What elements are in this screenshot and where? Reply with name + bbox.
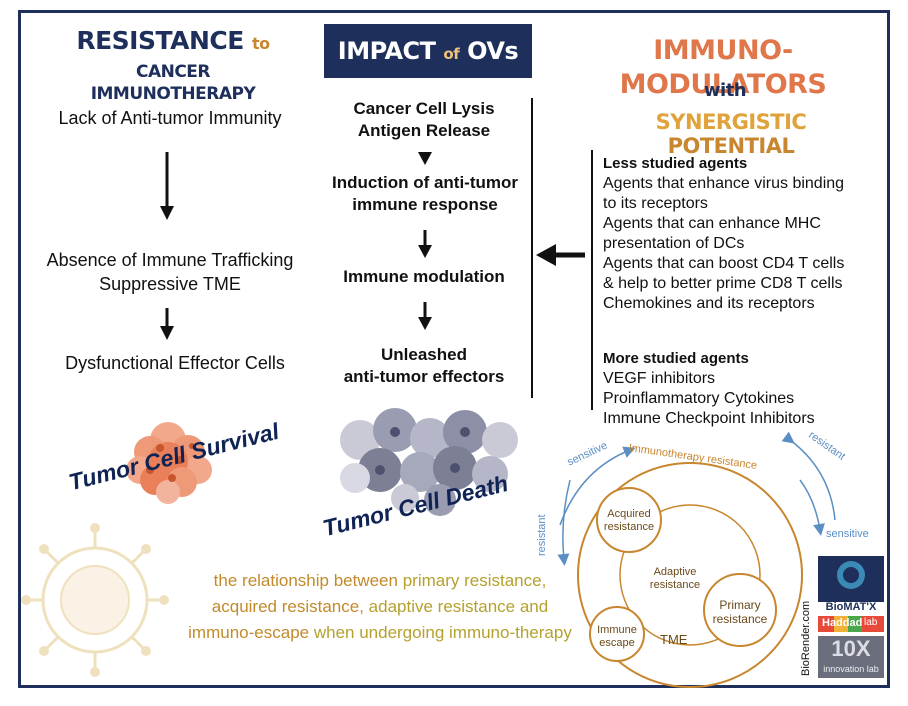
resistance-title-sub: CANCER IMMUNOTHERAPY — [90, 62, 256, 104]
resistance-cycle-diagram — [557, 431, 836, 688]
relationship-part-3: acquired resistance, — [211, 597, 364, 616]
sensitive-label-right: sensitive — [826, 528, 869, 540]
list-item: Chemokines and its receptors — [603, 295, 815, 312]
with-label: with — [703, 80, 747, 101]
dying-tumor-cells-image — [340, 408, 518, 516]
relationship-part-1: the relationship between — [213, 571, 398, 590]
acquired-node — [596, 487, 662, 553]
left-down-arrow-1 — [160, 152, 174, 220]
more-studied-list: More studied agents VEGF inhibitors Proi… — [603, 349, 873, 429]
tenx-text: 10X — [831, 636, 871, 661]
resistance-title-to: to — [252, 34, 270, 53]
acquired-label-line-1: Acquired — [607, 508, 651, 520]
less-studied-heading: Less studied agents — [603, 155, 748, 172]
list-item: Immune Checkpoint Inhibitors — [603, 410, 815, 427]
relationship-part-6: when undergoing immuno-therapy — [313, 623, 572, 642]
potential-word: POTENTIAL — [667, 134, 795, 158]
mid-step-2-line-2: immune response — [352, 195, 498, 214]
tumor-cluster-image — [126, 422, 212, 504]
left-step-1: Lack of Anti-tumor Immunity — [58, 108, 282, 128]
primary-node — [703, 573, 777, 647]
virus-icon — [21, 523, 169, 677]
resistant-arrow-left — [557, 479, 571, 566]
list-item: to its receptors — [603, 195, 708, 212]
relationship-caption: the relationship between primary resista… — [160, 568, 600, 646]
list-item: Agents that enhance virus binding — [603, 175, 845, 192]
mid-down-arrow-2 — [418, 230, 432, 258]
primary-label-line-1: Primary — [719, 598, 761, 612]
resistant-arrow-right — [781, 431, 836, 521]
impact-title-ovs: OVs — [467, 37, 519, 65]
biomatx-text: BioMAT'X — [825, 601, 877, 613]
impact-title-of: of — [443, 45, 460, 63]
mid-step-4-line-1: Unleashed — [381, 345, 467, 364]
left-step-2-line-2: Suppressive TME — [99, 274, 241, 294]
resistance-title-main: RESISTANCE — [76, 26, 244, 55]
mid-step-4-line-2: anti-tumor effectors — [343, 367, 505, 386]
immune-escape-node — [589, 606, 645, 662]
lab-text: lab — [864, 617, 878, 628]
mid-step-2: Induction of anti-tumor immune response — [312, 172, 538, 216]
left-step-3: Dysfunctional Effector Cells — [65, 353, 285, 373]
immune-escape-label-line-1: Immune — [597, 624, 637, 636]
mid-step-1: Cancer Cell Lysis Antigen Release — [320, 98, 528, 142]
mid-down-arrow-3 — [418, 302, 432, 330]
mid-step-4: Unleashed anti-tumor effectors — [320, 344, 528, 388]
impact-title-main: IMPACT — [337, 37, 436, 65]
mid-down-arrow-1 — [418, 152, 432, 165]
primary-label: Primary resistance — [706, 598, 774, 626]
list-item: VEGF inhibitors — [603, 370, 716, 387]
mid-step-2-line-1: Induction of anti-tumor — [331, 173, 519, 192]
tenx-logo — [818, 636, 884, 678]
list-item: Agents that can enhance MHC — [603, 215, 821, 232]
left-step-2: Absence of Immune Trafficking Suppressiv… — [22, 248, 318, 296]
mid-step-1-line-1: Cancer Cell Lysis — [353, 99, 495, 118]
list-item: Agents that can boost CD4 T cells — [603, 255, 845, 272]
adaptive-label-line-1: Adaptive — [653, 566, 697, 578]
mid-step-1-line-2: Antigen Release — [357, 121, 491, 140]
haddad-text: Haddad — [822, 617, 863, 629]
resistant-label-left: resistant — [536, 514, 548, 556]
immune-escape-label: Immune escape — [592, 624, 642, 650]
more-studied-heading: More studied agents — [603, 350, 749, 367]
impact-title-box: IMPACT of OVs — [324, 24, 532, 78]
list-item: & help to better prime CD8 T cells — [603, 275, 843, 292]
right-divider-line — [591, 150, 593, 410]
credits-logos — [818, 556, 884, 678]
relationship-part-4: adaptive resistance and — [368, 597, 549, 616]
relationship-part-5: immuno-escape — [188, 623, 310, 642]
less-studied-list: Less studied agents Agents that enhance … — [603, 154, 873, 314]
synergistic-potential-title: SYNERGISTIC POTENTIAL — [596, 110, 866, 158]
sensitive-arrow-right — [799, 479, 825, 536]
acquired-label-line-2: resistance — [603, 521, 655, 533]
adaptive-label-line-2: resistance — [649, 579, 701, 591]
left-pointing-arrow — [536, 244, 585, 266]
innovation-lab-text: innovation lab — [823, 664, 879, 674]
list-item: Proinflammatory Cytokines — [603, 390, 795, 407]
middle-divider-line — [531, 98, 533, 398]
list-item: presentation of DCs — [603, 235, 745, 252]
acquired-label: Acquired resistance — [600, 508, 658, 534]
left-down-arrow-2 — [160, 308, 174, 340]
left-step-2-line-1: Absence of Immune Trafficking — [46, 250, 294, 270]
resistance-title: RESISTANCE to CANCER IMMUNOTHERAPY — [62, 26, 284, 105]
primary-label-line-2: resistance — [712, 612, 768, 626]
mid-step-3: Immune modulation — [343, 267, 505, 286]
synergistic-word: SYNERGISTIC — [655, 110, 807, 134]
immunomodulators-title: IMMUNO-MODULATORS — [619, 35, 827, 100]
adaptive-label: Adaptive resistance — [640, 566, 710, 592]
tme-label: TME — [660, 632, 688, 647]
immune-escape-label-line-2: escape — [599, 637, 635, 649]
relationship-part-2: primary resistance, — [402, 571, 547, 590]
biorender-credit: BioRender.com — [800, 600, 812, 676]
